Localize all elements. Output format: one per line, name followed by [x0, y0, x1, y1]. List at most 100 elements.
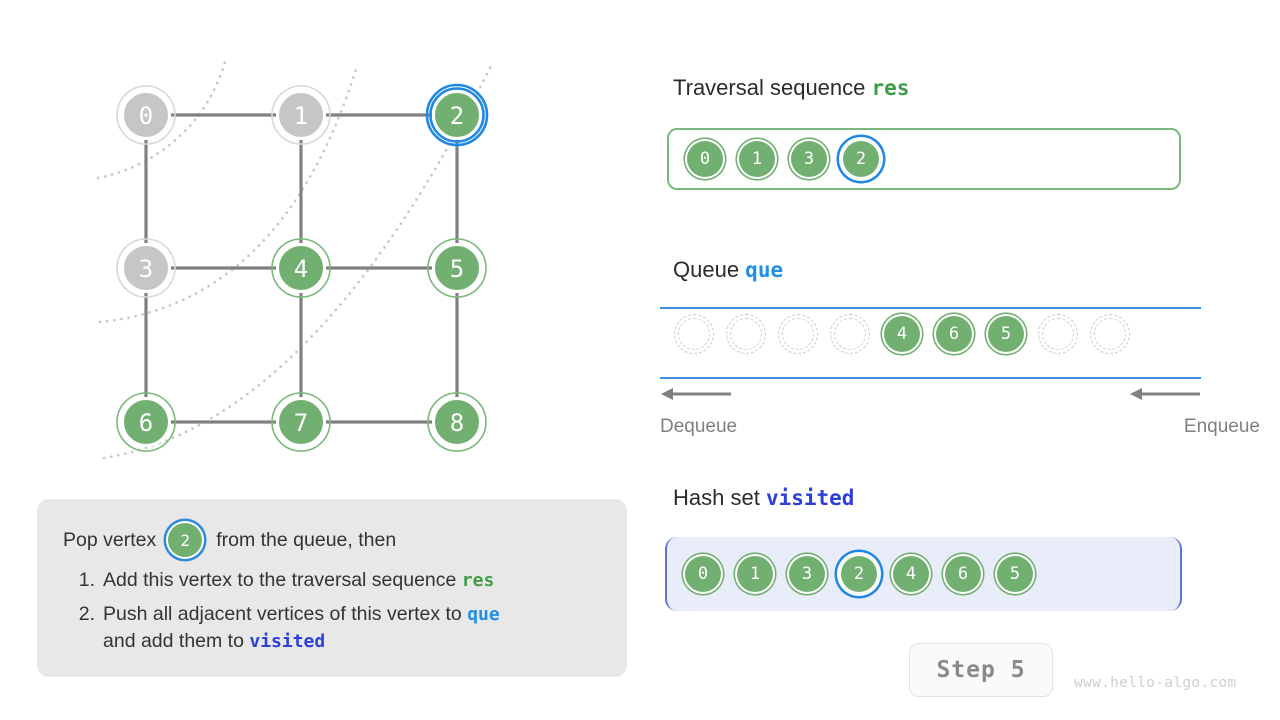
res-item-label: 1	[751, 149, 763, 169]
visited-title-text: Hash set	[673, 485, 766, 510]
graph-node-4[interactable]: 4	[271, 238, 331, 298]
res-item: 1	[737, 139, 777, 179]
queue-slot	[674, 314, 714, 354]
queue-slot	[830, 314, 870, 354]
node-body	[432, 397, 482, 447]
enqueue-arrow-icon	[1130, 388, 1200, 400]
queue-title-code: que	[745, 258, 784, 282]
caption-step-code: que	[467, 604, 500, 625]
node-body	[121, 397, 171, 447]
caption-line-1: Pop vertex 2 from the queue, then	[63, 523, 601, 557]
graph-node-6[interactable]: 6	[116, 392, 176, 452]
res-item-label: 3	[803, 149, 815, 169]
step-badge: Step 5	[909, 643, 1053, 697]
visited-item-label: 5	[1009, 564, 1021, 584]
caption-step-code-2: visited	[249, 631, 326, 652]
queue-slot	[726, 314, 766, 354]
queue-slot: 4	[882, 314, 922, 354]
graph-svg: 0 1 2 3 4 5 6 7 8	[96, 60, 494, 460]
queue-slot-label: 5	[1000, 324, 1012, 344]
node-outer-ring	[427, 392, 487, 452]
traversal-sequence-box: 0 1 3 2	[667, 128, 1181, 190]
visited-item: 2	[839, 554, 879, 594]
res-item-label: 0	[699, 149, 711, 169]
node-outer-ring	[271, 85, 331, 145]
graph-nodes: 0 1 2 3 4 5 6 7 8	[116, 83, 489, 452]
node-outer-ring	[427, 238, 487, 298]
queue-rail-top	[660, 307, 1201, 309]
caption-step-1: Add this vertex to the traversal sequenc…	[65, 567, 601, 594]
node-body	[276, 397, 326, 447]
node-body	[276, 243, 326, 293]
graph-node-5[interactable]: 5	[427, 238, 487, 298]
queue-slot	[1090, 314, 1130, 354]
node-label: 7	[294, 409, 308, 437]
node-label: 4	[294, 255, 308, 283]
visited-item: 5	[995, 554, 1035, 594]
node-label: 8	[450, 409, 464, 437]
graph-node-2[interactable]: 2	[425, 83, 489, 147]
visited-item: 0	[683, 554, 723, 594]
node-label: 3	[139, 255, 153, 283]
node-label: 1	[294, 102, 308, 130]
visited-item-label: 6	[957, 564, 969, 584]
visited-item: 4	[891, 554, 931, 594]
node-body	[432, 90, 482, 140]
graph-panel: 0 1 2 3 4 5 6 7 8	[0, 0, 640, 490]
queue-box: 4 6 5	[660, 307, 1201, 379]
watermark: www.hello-algo.com	[1074, 675, 1237, 691]
graph-node-0[interactable]: 0	[116, 85, 176, 145]
res-item: 0	[685, 139, 725, 179]
res-title-text: Traversal sequence	[673, 75, 872, 100]
queue-slot	[1038, 314, 1078, 354]
dequeue-label: Dequeue	[660, 416, 738, 437]
caption-box: Pop vertex 2 from the queue, then Add th…	[37, 499, 627, 677]
caption-step-code: res	[461, 570, 495, 591]
res-item-label: 2	[855, 149, 867, 169]
res-title: Traversal sequence res	[673, 75, 909, 101]
queue-slots: 4 6 5	[674, 314, 1130, 354]
node-body	[121, 90, 171, 140]
visited-item: 6	[943, 554, 983, 594]
caption-step-text-2: and add them to	[103, 630, 250, 652]
caption-step-text: Add this vertex to the traversal sequenc…	[103, 569, 462, 591]
node-highlight-ring-inner	[429, 87, 485, 143]
dequeue-arrow-icon	[661, 388, 731, 400]
visited-item-label: 1	[749, 564, 761, 584]
res-title-code: res	[871, 76, 910, 100]
visited-item: 3	[787, 554, 827, 594]
queue-slot: 6	[934, 314, 974, 354]
state-panels: Traversal sequence res 0 1 3 2 Queue que 4 6…	[640, 0, 1280, 720]
node-label: 2	[450, 102, 464, 130]
graph-node-7[interactable]: 7	[271, 392, 331, 452]
graph-node-8[interactable]: 8	[427, 392, 487, 452]
queue-slot-label: 4	[896, 324, 908, 344]
visited-item: 1	[735, 554, 775, 594]
graph-node-1[interactable]: 1	[271, 85, 331, 145]
res-item: 3	[789, 139, 829, 179]
node-highlight-ring	[425, 83, 489, 147]
node-outer-ring	[116, 392, 176, 452]
queue-direction-arrows	[660, 386, 1201, 402]
node-label: 6	[139, 409, 153, 437]
node-outer-ring	[116, 85, 176, 145]
queue-rail-bottom	[660, 377, 1201, 379]
node-body	[276, 90, 326, 140]
node-label: 0	[139, 102, 153, 130]
queue-slot	[778, 314, 818, 354]
caption-vertex-chip: 2	[168, 523, 203, 557]
queue-title: Queue que	[673, 257, 783, 283]
caption-step-2: Push all adjacent vertices of this verte…	[65, 601, 601, 655]
res-item: 2	[841, 139, 881, 179]
node-outer-ring	[271, 238, 331, 298]
queue-title-text: Queue	[673, 257, 746, 282]
node-outer-ring	[116, 238, 176, 298]
visited-item-label: 0	[697, 564, 709, 584]
visited-item-label: 3	[801, 564, 813, 584]
node-body	[432, 243, 482, 293]
queue-slot: 5	[986, 314, 1026, 354]
graph-node-3[interactable]: 3	[116, 238, 176, 298]
node-label: 5	[450, 255, 464, 283]
visited-title-code: visited	[765, 486, 855, 510]
